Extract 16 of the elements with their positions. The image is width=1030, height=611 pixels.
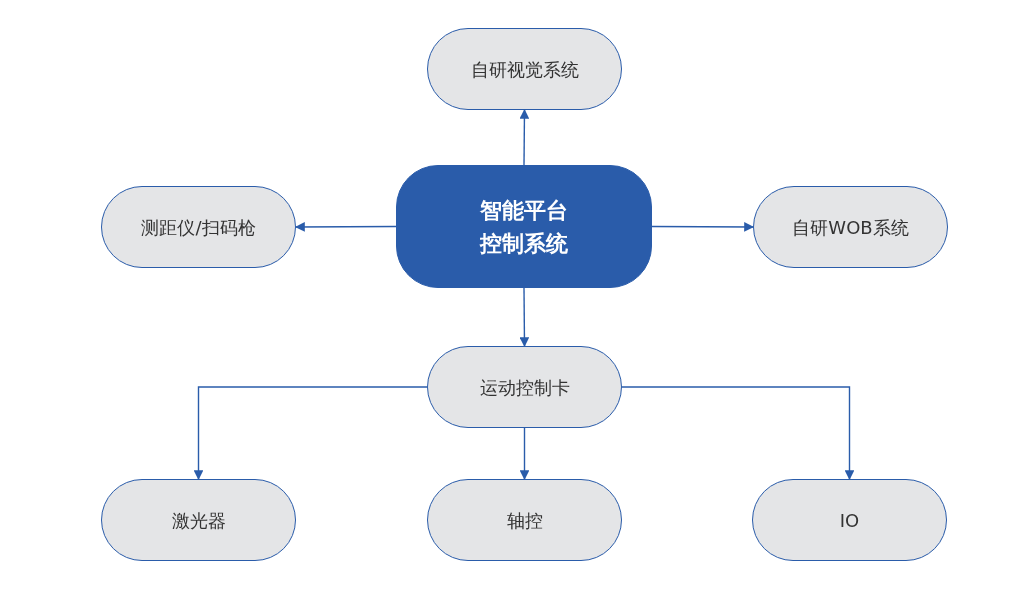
node-label: 轴控	[506, 508, 543, 533]
arrow	[295, 222, 397, 232]
arrow	[193, 386, 428, 480]
node-label: 测距仪/扫码枪	[141, 215, 256, 240]
arrow	[621, 386, 855, 480]
node-label: 运动控制卡	[479, 375, 570, 400]
main-system-node	[396, 165, 652, 288]
node-label: 自研WOB系统	[792, 215, 909, 240]
arrow	[651, 222, 754, 232]
node-label: IO	[839, 508, 860, 533]
node-label: 自研视觉系统	[470, 57, 579, 82]
arrow	[519, 427, 530, 480]
node-label: 智能平台控制系统	[478, 196, 569, 258]
arrow	[519, 287, 530, 347]
node-label: 激光器	[171, 508, 226, 533]
arrow	[519, 109, 530, 166]
